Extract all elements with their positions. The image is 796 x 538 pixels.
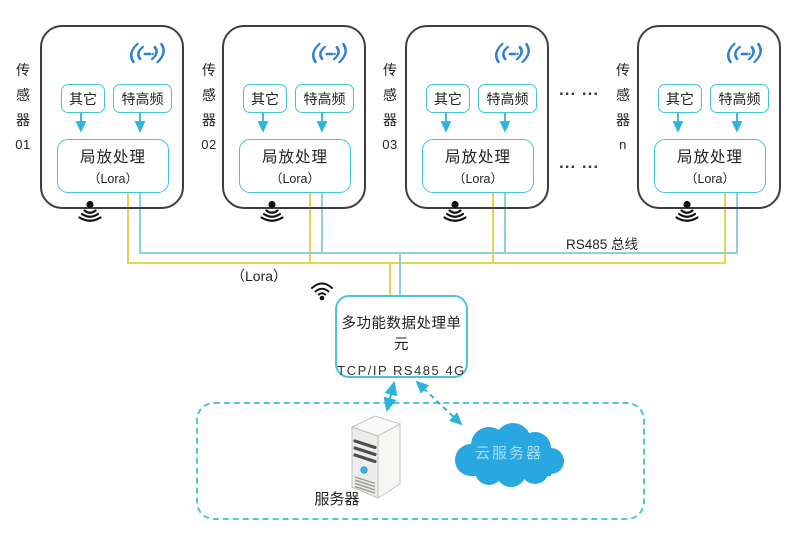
lora-bus-label: （Lora）: [231, 268, 288, 284]
chip-other: 其它: [658, 84, 702, 113]
cloud-link-arrow: [415, 380, 463, 426]
sensor-unit-03: 其它 特高频 局放处理 （Lora）: [405, 25, 549, 209]
sensor-unit-02: 其它 特高频 局放处理 （Lora）: [222, 25, 366, 209]
pd-title: 局放处理: [261, 149, 328, 166]
radio-wave-icon: [727, 42, 762, 64]
chip-other: 其它: [426, 84, 470, 113]
pd-subtitle: （Lora）: [684, 172, 736, 186]
sensor-label-n: 传感器 n: [610, 58, 636, 152]
sensor-number: 01: [15, 137, 31, 152]
sensor-number: n: [619, 137, 627, 152]
sensor-name: 传感器: [16, 62, 30, 128]
processing-unit-title: 多功能数据处理单元: [341, 316, 462, 353]
sensor-name: 传感器: [616, 62, 630, 128]
pd-subtitle: （Lora）: [452, 172, 504, 186]
pd-processing-box: 局放处理 （Lora）: [57, 139, 169, 193]
speaker-icon: [443, 200, 467, 222]
rs485-bus-line: [139, 190, 738, 295]
chip-other: 其它: [243, 84, 287, 113]
server-label: 服务器: [314, 491, 360, 508]
speaker-icon: [675, 200, 699, 222]
pd-title: 局放处理: [676, 149, 743, 166]
pd-processing-box: 局放处理 （Lora）: [654, 139, 766, 193]
sensor-unit-01: 其它 特高频 局放处理 （Lora）: [40, 25, 184, 209]
cloud-icon: [455, 423, 564, 487]
speaker-icon: [78, 200, 102, 222]
chip-uhf: 特高频: [295, 84, 354, 113]
pd-subtitle: （Lora）: [87, 172, 139, 186]
sensor-label-03: 传感器 03: [377, 58, 403, 152]
chip-uhf: 特高频: [113, 84, 172, 113]
data-processing-unit: 多功能数据处理单元 TCP/IP RS485 4G: [335, 295, 468, 378]
pd-processing-box: 局放处理 （Lora）: [239, 139, 351, 193]
radio-wave-icon: [495, 42, 530, 64]
cloud-server: 云服务器: [447, 416, 571, 488]
ellipsis-top: ... ...: [559, 80, 600, 99]
pd-title: 局放处理: [79, 149, 146, 166]
wifi-icon: [311, 282, 333, 301]
sensor-label-02: 传感器 02: [196, 58, 222, 152]
pd-subtitle: （Lora）: [269, 172, 321, 186]
sensor-number: 02: [201, 137, 217, 152]
pd-processing-box: 局放处理 （Lora）: [422, 139, 534, 193]
speaker-icon: [260, 200, 284, 222]
sensor-unit-n: 其它 特高频 局放处理 （Lora）: [637, 25, 781, 209]
sensor-name: 传感器: [383, 62, 397, 128]
sensor-label-01: 传感器 01: [10, 58, 36, 152]
radio-wave-icon: [130, 42, 165, 64]
chip-uhf: 特高频: [710, 84, 769, 113]
lora-bus-line: [127, 190, 726, 295]
cloud-server-label: 云服务器: [474, 445, 543, 462]
processing-unit-subtitle: TCP/IP RS485 4G: [337, 363, 466, 378]
radio-wave-icon: [312, 42, 347, 64]
pd-title: 局放处理: [444, 149, 511, 166]
server-link-arrow: [383, 380, 398, 413]
chip-other: 其它: [61, 84, 105, 113]
ellipsis-bottom: ... ...: [559, 153, 600, 172]
server-icon: [350, 415, 402, 499]
sensor-internal-arrows: [75, 111, 743, 133]
rs485-bus-label: RS485 总线: [566, 237, 639, 252]
sensor-number: 03: [382, 137, 398, 152]
sensor-name: 传感器: [202, 62, 216, 128]
chip-uhf: 特高频: [478, 84, 537, 113]
